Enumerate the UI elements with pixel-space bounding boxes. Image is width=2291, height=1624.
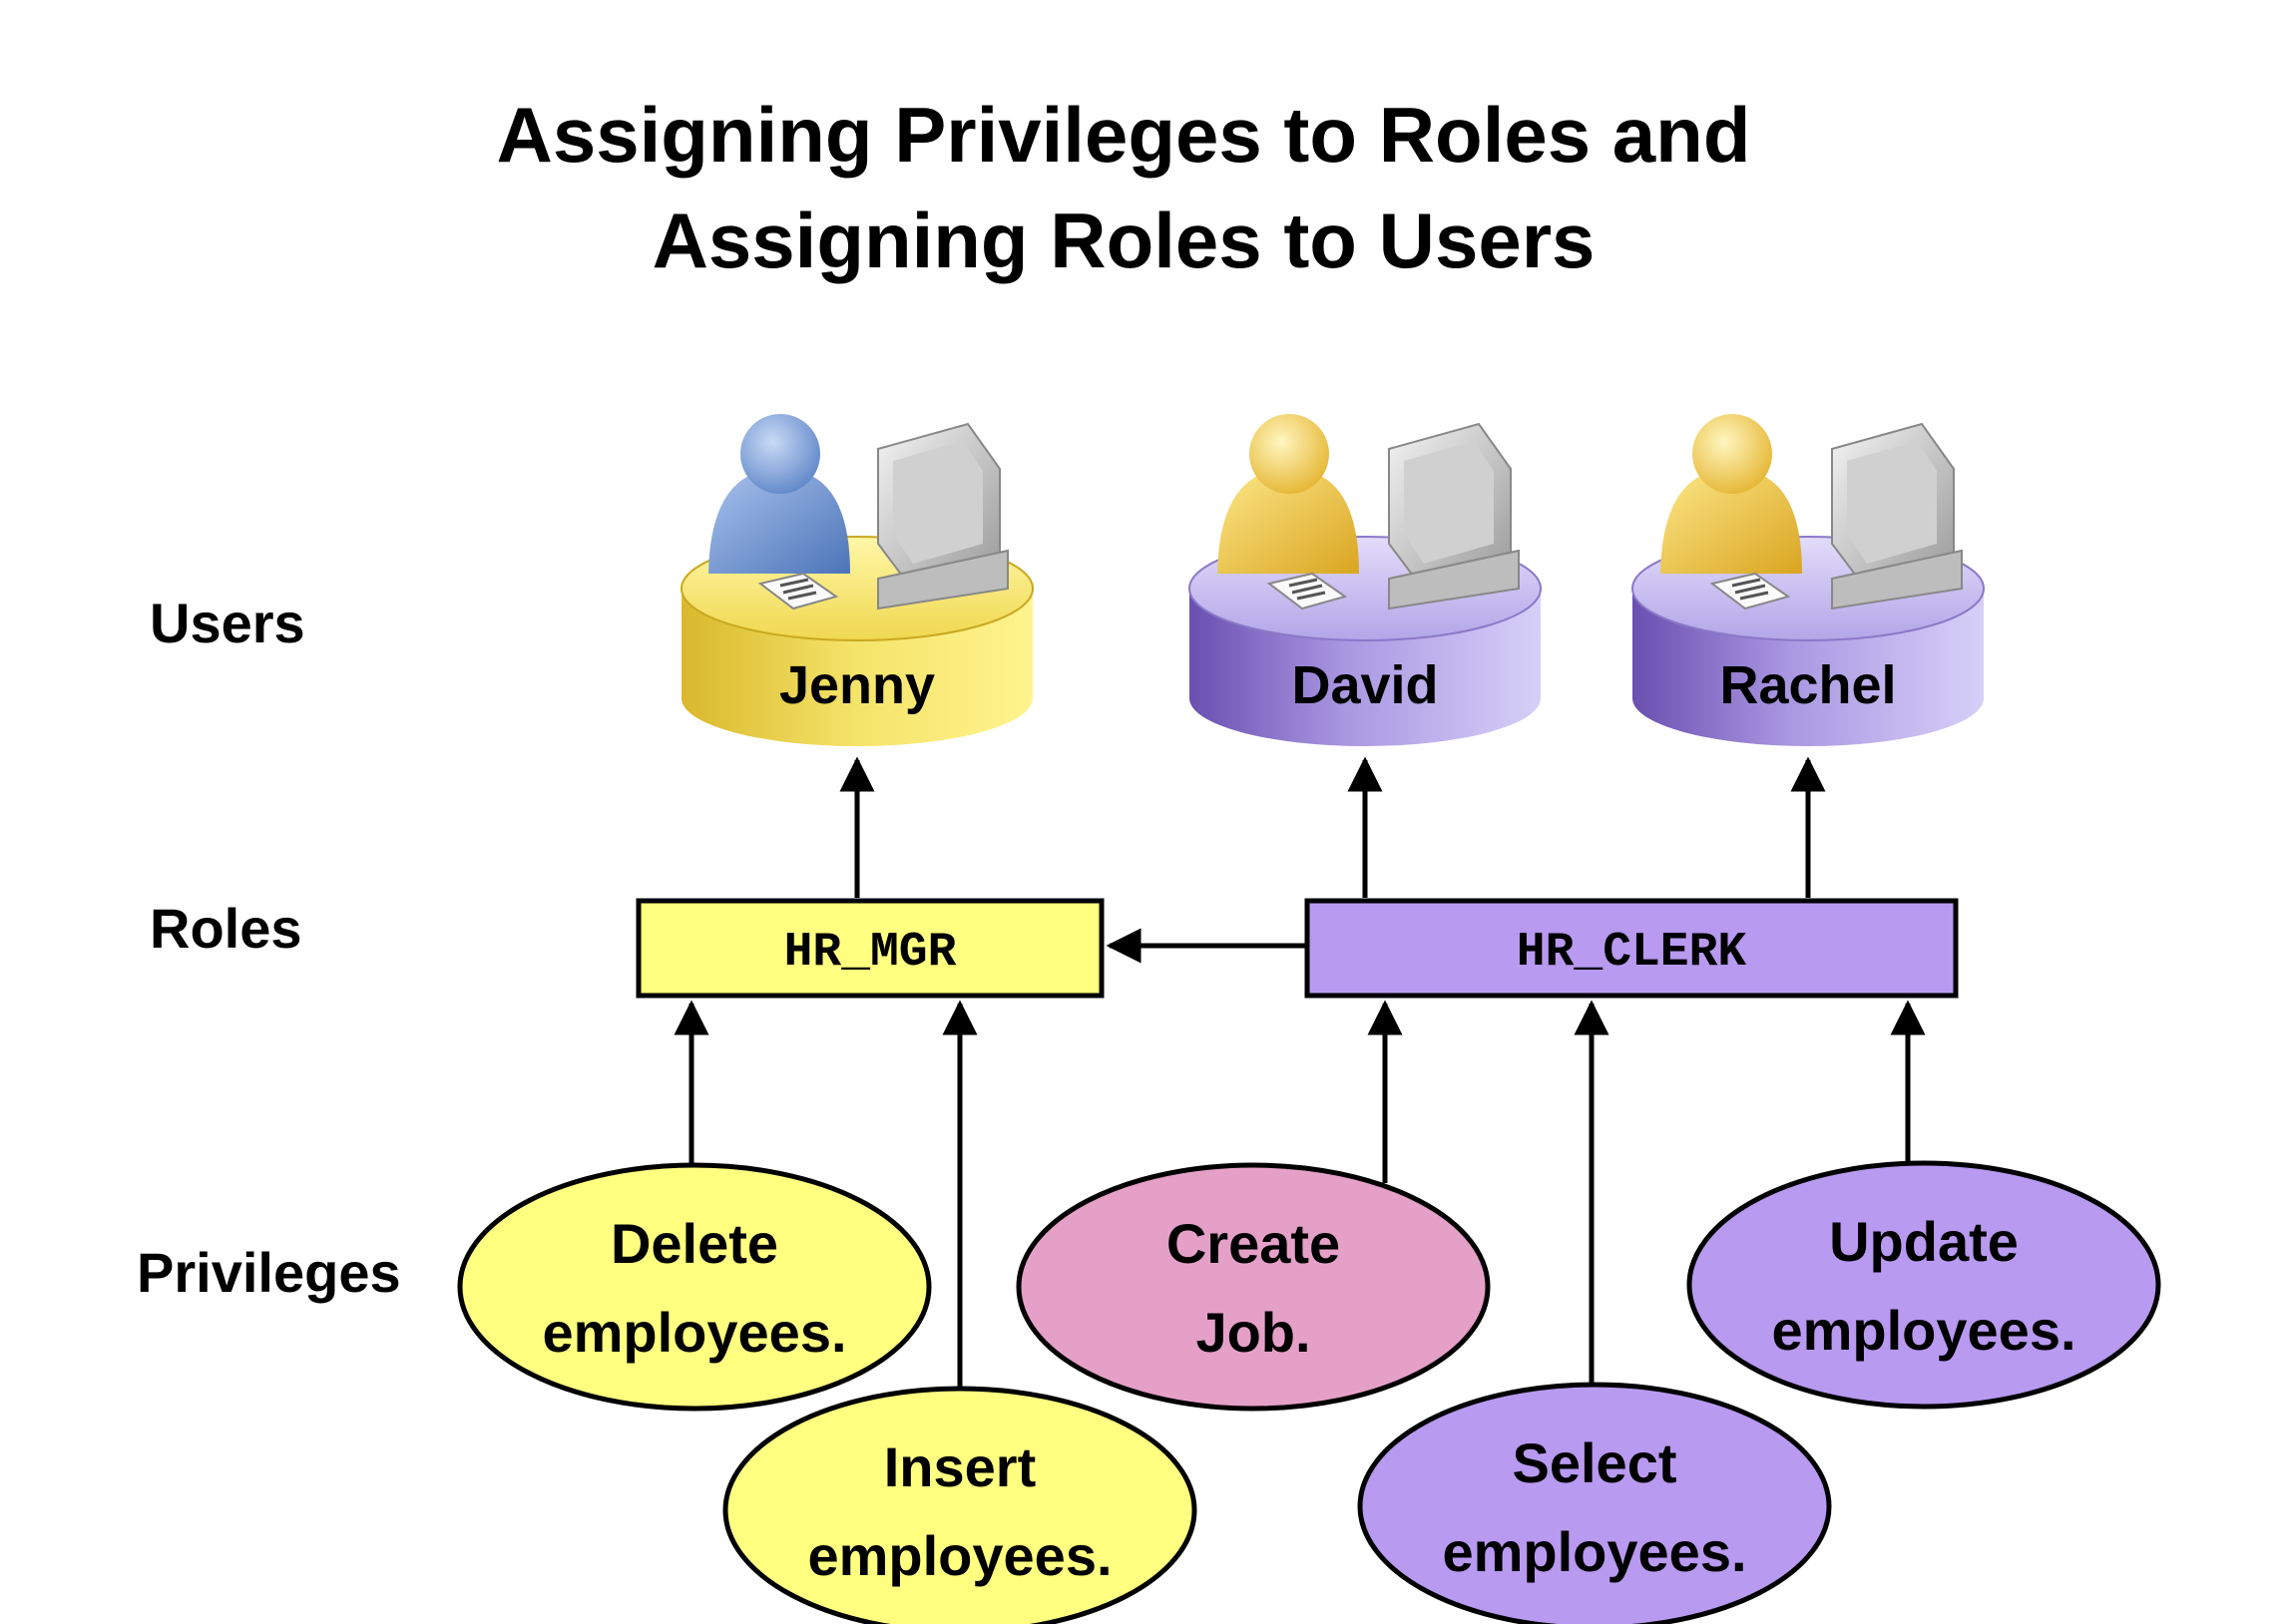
privilege-label-line-2: employees. bbox=[807, 1524, 1112, 1587]
privilege-label-line-2: employees. bbox=[542, 1301, 846, 1364]
privilege-select-employees: Select employees. bbox=[1357, 1382, 1832, 1624]
privilege-label-line-1: Insert bbox=[884, 1435, 1037, 1498]
privilege-label-line-1: Update bbox=[1829, 1210, 2019, 1273]
computer-monitor-icon bbox=[1831, 422, 1963, 610]
privileges-row-label: Privileges bbox=[137, 1241, 401, 1304]
user-node-rachel: Rachel bbox=[1631, 414, 1985, 746]
diagram-title-line-1: Assigning Privileges to Roles and bbox=[497, 91, 1751, 179]
users-row-label: Users bbox=[150, 592, 305, 654]
person-icon bbox=[708, 414, 850, 574]
role-label-hr-mgr: HR_MGR bbox=[784, 926, 957, 980]
role-box-hr-mgr: HR_MGR bbox=[636, 898, 1105, 999]
document-icon bbox=[1266, 572, 1348, 610]
user-name-david: David bbox=[1291, 655, 1438, 715]
person-icon bbox=[1660, 414, 1802, 574]
role-label-hr-clerk: HR_CLERK bbox=[1517, 926, 1747, 980]
privilege-update-employees: Update employees. bbox=[1686, 1160, 2161, 1410]
computer-monitor-icon bbox=[877, 422, 1009, 610]
privilege-create-job: Create Job. bbox=[1016, 1162, 1491, 1412]
role-box-hr-clerk: HR_CLERK bbox=[1304, 898, 1959, 999]
privilege-label-line-1: Create bbox=[1166, 1212, 1340, 1275]
document-icon bbox=[757, 572, 839, 610]
user-name-rachel: Rachel bbox=[1719, 655, 1896, 715]
diagram-title-line-2: Assigning Roles to Users bbox=[653, 197, 1596, 284]
privilege-label-line-1: Select bbox=[1513, 1431, 1677, 1494]
privilege-label-line-2: Job. bbox=[1195, 1301, 1310, 1364]
roles-row-label: Roles bbox=[150, 897, 302, 960]
privilege-delete-employees: Delete employees. bbox=[457, 1162, 932, 1412]
computer-monitor-icon bbox=[1388, 422, 1520, 610]
user-name-jenny: Jenny bbox=[779, 655, 935, 715]
privilege-label-line-1: Delete bbox=[611, 1212, 778, 1275]
document-icon bbox=[1709, 572, 1791, 610]
privilege-insert-employees: Insert employees. bbox=[722, 1386, 1197, 1624]
user-node-jenny: Jenny bbox=[681, 414, 1034, 746]
user-node-david: David bbox=[1188, 414, 1542, 746]
person-icon bbox=[1217, 414, 1359, 574]
privilege-label-line-2: employees. bbox=[1771, 1299, 2075, 1362]
connector-arrows bbox=[674, 756, 1926, 1389]
privilege-label-line-2: employees. bbox=[1442, 1520, 1746, 1583]
